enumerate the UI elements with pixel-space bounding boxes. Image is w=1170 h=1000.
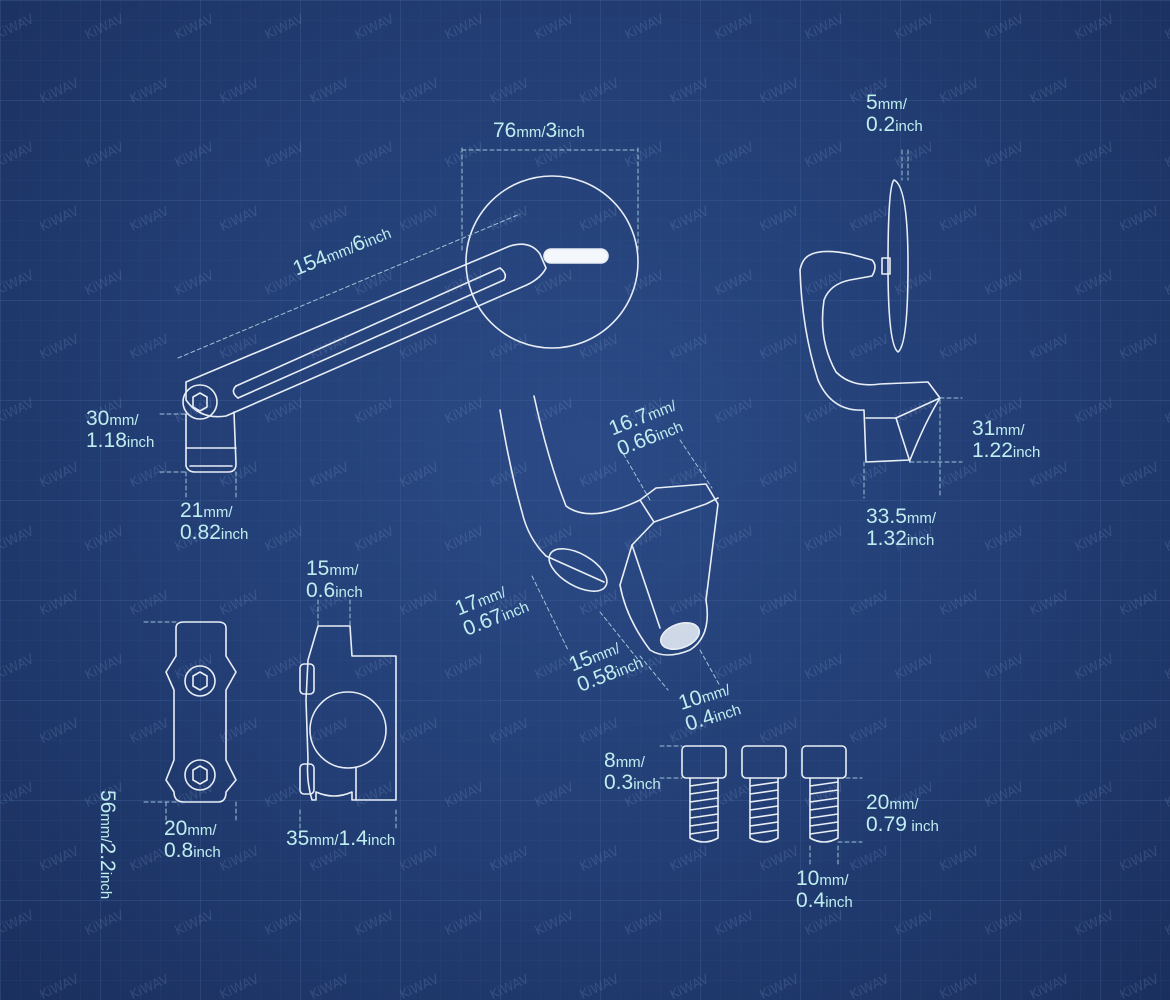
dim-mount-height: 30mm/ 1.18inch: [86, 407, 155, 453]
dim-clamp-width: 15mm/ 0.6inch: [306, 557, 363, 603]
dim-clamp-front-width: 20mm/ 0.8inch: [164, 817, 221, 863]
dim-mirror-diameter: 76mm/3inch: [493, 119, 585, 142]
dim-bolt-head: 8mm/ 0.3inch: [604, 749, 661, 795]
mirror-main-view: [159, 147, 639, 501]
dim-side-width: 33.5mm/ 1.32inch: [866, 505, 937, 551]
mirror-side-view: [799, 149, 963, 499]
dim-side-height: 31mm/ 1.22inch: [972, 417, 1041, 463]
bolt-1: [681, 745, 727, 843]
dim-clamp-height: 56mm/2.2inch: [96, 790, 119, 900]
bolts-view: [659, 745, 863, 867]
dim-mount-width: 21mm/ 0.82inch: [180, 499, 249, 545]
clamp-front-view: [143, 621, 237, 823]
dim-bolt-width: 10mm/ 0.4inch: [796, 867, 853, 913]
dim-bolt-length: 20mm/ 0.79 inch: [866, 791, 939, 837]
clamp-side-view: [299, 599, 397, 829]
bolt-3: [801, 745, 847, 843]
cone-detail-view: [499, 395, 721, 691]
dim-clamp-side-width: 35mm/1.4inch: [286, 827, 396, 850]
dim-mirror-thickness: 5mm/ 0.2inch: [866, 91, 923, 137]
bolt-2: [741, 745, 787, 843]
